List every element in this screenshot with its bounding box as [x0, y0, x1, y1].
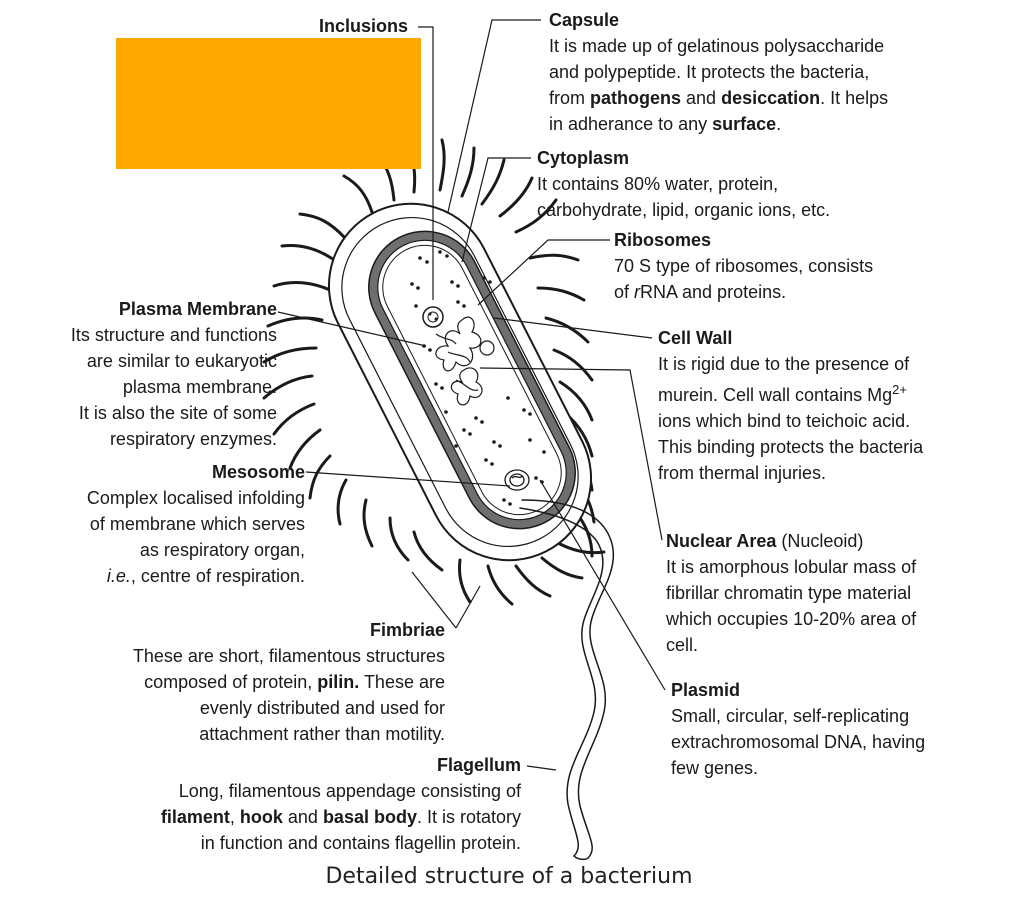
mesosome-title: Mesosome: [211, 462, 305, 482]
cytoplasm-line: carbohydrate, lipid, organic ions, etc.: [537, 200, 831, 220]
cell-wall-title: Cell Wall: [658, 328, 733, 348]
fimbriae-line: attachment rather than motility.: [199, 724, 445, 744]
nuclear-area-line: It is amorphous lobular mass of: [666, 557, 917, 577]
mesosome-shape: [504, 469, 530, 491]
flagellum-title: Flagellum: [436, 755, 521, 775]
plasmid-line: extrachromosomal DNA, having: [671, 732, 926, 752]
fimbriae-line: evenly distributed and used for: [199, 698, 445, 718]
plasmid-loop: [479, 340, 495, 356]
plasma-membrane-line: are similar to eukaryotic: [86, 351, 277, 371]
ribosomes-label: Ribosomes 70 S type of ribosomes, consis…: [614, 227, 873, 305]
mesosome-line: of membrane which serves: [89, 514, 305, 534]
fimbriae-line: composed of protein, pilin. These are: [144, 672, 445, 692]
nuclear-area-label: Nuclear Area (Nucleoid) It is amorphous …: [666, 528, 916, 658]
cell-wall-line: murein. Cell wall contains Mg2+: [658, 382, 907, 405]
fimbriae-hairs: [262, 138, 606, 606]
plasma-membrane-line: It is also the site of some: [78, 403, 277, 423]
inclusions-title: Inclusions: [318, 16, 408, 36]
flagellum-label: Flagellum Long, filamentous appendage co…: [80, 752, 521, 856]
cytoplasm-title: Cytoplasm: [537, 148, 630, 168]
plasmid-line: few genes.: [671, 758, 759, 778]
cell-wall-line: This binding protects the bacteria: [658, 437, 924, 457]
flagellum-strands: [519, 499, 615, 861]
plasma-membrane-line: plasma membrane.: [122, 377, 277, 397]
capsule-title: Capsule: [549, 10, 620, 30]
ribosomes-line: of rRNA and proteins.: [614, 282, 787, 302]
capsule-label: Capsule It is made up of gelatinous poly…: [549, 7, 888, 137]
nuclear-area-title: Nuclear Area (Nucleoid): [666, 531, 864, 551]
leader-lines: [277, 19, 666, 771]
cytoplasm-line: It contains 80% water, protein,: [537, 174, 779, 194]
plasma-membrane-label: Plasma Membrane Its structure and functi…: [20, 296, 277, 452]
capsule-line: It is made up of gelatinous polysacchari…: [549, 36, 885, 56]
flagellum-line: filament, hook and basal body. It is rot…: [160, 807, 521, 827]
nuclear-area-line: fibrillar chromatin type material: [666, 583, 912, 603]
plasma-membrane-line: Its structure and functions: [70, 325, 277, 345]
mesosome-line: Complex localised infolding: [86, 488, 305, 508]
mesosome-line: i.e., centre of respiration.: [106, 566, 305, 586]
plasma-membrane-line: respiratory enzymes.: [109, 429, 277, 449]
flagellum-line: Long, filamentous appendage consisting o…: [178, 781, 521, 801]
flagellum-line: in function and contains flagellin prote…: [200, 833, 521, 853]
capsule-line: in adherance to any surface.: [549, 114, 782, 134]
nuclear-area-line: which occupies 10-20% area of: [666, 609, 917, 629]
figure-caption: Detailed structure of a bacterium: [325, 864, 693, 889]
capsule-line: and polypeptide. It protects the bacteri…: [549, 62, 870, 82]
orange-mask-block: [116, 38, 421, 169]
fimbriae-line: These are short, filamentous structures: [132, 646, 445, 666]
mesosome-label: Mesosome Complex localised infolding of …: [30, 459, 305, 589]
mesosome-line: as respiratory organ,: [139, 540, 305, 560]
ribosome-dots: [410, 250, 546, 506]
plasmid-label: Plasmid Small, circular, self-replicatin…: [671, 677, 925, 781]
fimbriae-label: Fimbriae These are short, filamentous st…: [60, 617, 445, 747]
plasma-membrane-title: Plasma Membrane: [118, 299, 277, 319]
ribosomes-title: Ribosomes: [614, 230, 712, 250]
capsule-line: from pathogens and desiccation. It helps: [549, 88, 889, 108]
ribosomes-line: 70 S type of ribosomes, consists: [614, 256, 874, 276]
cell-wall-line: It is rigid due to the presence of: [658, 354, 910, 374]
plasmid-line: Small, circular, self-replicating: [671, 706, 910, 726]
cytoplasm-label: Cytoplasm It contains 80% water, protein…: [537, 145, 830, 223]
cell-wall-label: Cell Wall It is rigid due to the presenc…: [658, 325, 923, 486]
inclusion-granule: [422, 306, 444, 328]
cell-wall-line: ions which bind to teichoic acid.: [658, 411, 911, 431]
nuclear-area-line: cell.: [666, 635, 699, 655]
cell-wall-line: from thermal injuries.: [658, 463, 827, 483]
nucleoid-shape: [435, 316, 483, 406]
fimbriae-title: Fimbriae: [369, 620, 445, 640]
plasmid-title: Plasmid: [671, 680, 741, 700]
inclusions-label: Inclusions: [300, 13, 408, 39]
